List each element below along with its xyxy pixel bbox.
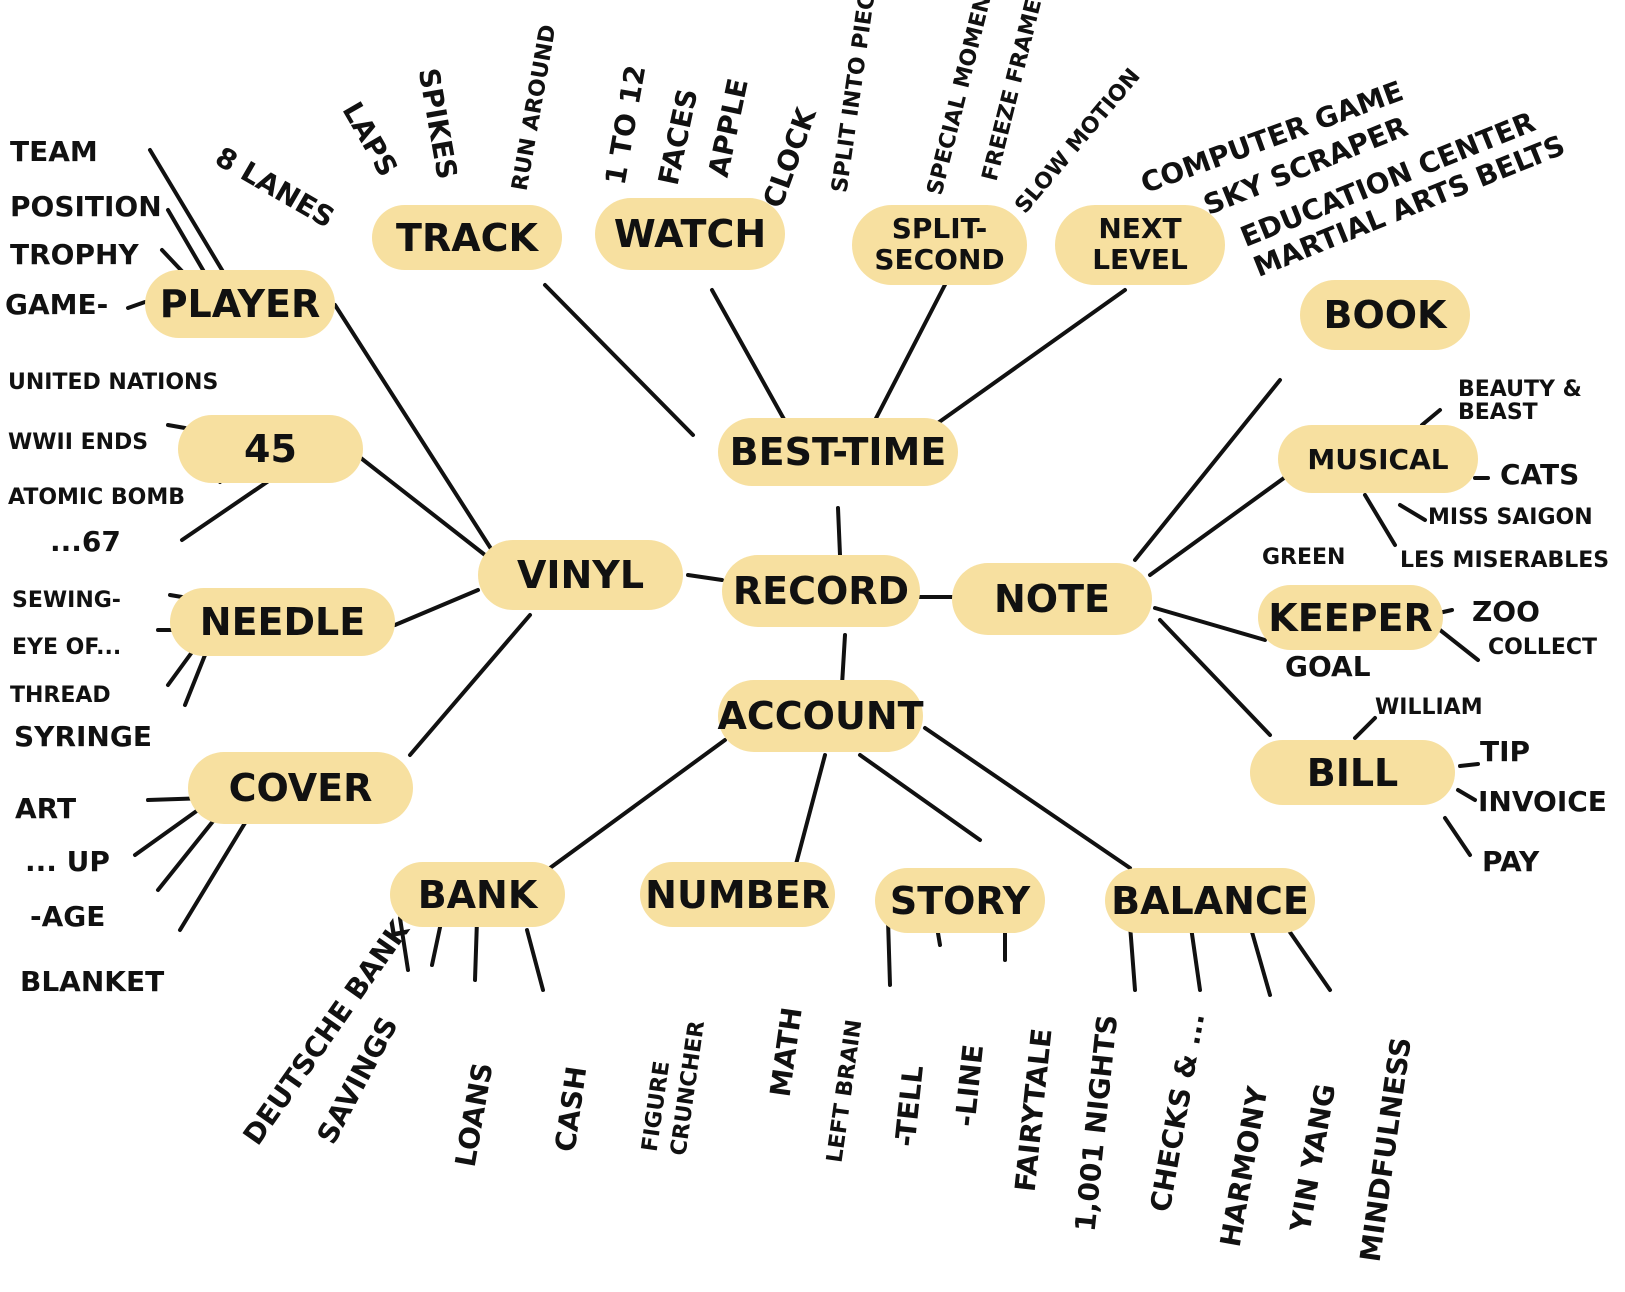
- node-musical: MUSICAL: [1278, 425, 1478, 493]
- leaf-label: SYRINGE: [14, 720, 152, 753]
- leaf-label: PAY: [1482, 845, 1540, 878]
- leaf-label: TIP: [1480, 735, 1531, 768]
- leaf-label: ...67: [50, 525, 121, 558]
- connector: [1420, 408, 1442, 427]
- connector: [398, 916, 410, 972]
- leaf-label: BLANKET: [20, 965, 165, 998]
- leaf-label: THREAD: [10, 683, 111, 708]
- leaf-label: LES MISERABLES: [1400, 548, 1610, 573]
- connector: [686, 573, 724, 582]
- connector: [923, 726, 1132, 870]
- leaf-label: GREEN: [1262, 545, 1346, 570]
- leaf-label: UNITED NATIONS: [8, 370, 219, 395]
- connector: [393, 588, 480, 627]
- node-story: STORY: [875, 868, 1045, 933]
- connector: [166, 646, 197, 687]
- leaf-label: MISS SAIGON: [1428, 505, 1593, 530]
- connector: [840, 633, 847, 687]
- node-account: ACCOUNT: [717, 680, 924, 752]
- connector: [408, 613, 532, 757]
- connector: [886, 918, 892, 987]
- connector: [858, 753, 982, 842]
- node-watch: WATCH: [595, 198, 785, 270]
- leaf-label: CATS: [1500, 458, 1580, 491]
- node-note: NOTE: [952, 563, 1152, 635]
- connector: [1283, 923, 1332, 992]
- connector: [1398, 503, 1427, 522]
- connector: [1148, 468, 1297, 577]
- leaf-label: ... UP: [25, 845, 110, 878]
- node-bank: BANK: [390, 862, 565, 927]
- connector: [126, 300, 147, 310]
- connector: [333, 303, 497, 557]
- connector: [836, 506, 842, 557]
- leaf-label: ART: [15, 792, 77, 825]
- node-player: PLAYER: [145, 270, 335, 338]
- connector: [543, 283, 695, 437]
- connector: [1158, 618, 1272, 737]
- connector: [166, 423, 187, 430]
- connector: [525, 928, 545, 992]
- node-vinyl: VINYL: [478, 540, 683, 610]
- node-bill: BILL: [1250, 740, 1455, 805]
- node-record: RECORD: [722, 555, 920, 627]
- connector: [355, 453, 487, 557]
- connector: [1153, 606, 1267, 642]
- node-forty-five: 45: [178, 415, 363, 483]
- connector: [473, 918, 479, 982]
- connector: [1363, 493, 1397, 547]
- connector: [933, 288, 1127, 427]
- node-cover: COVER: [188, 752, 413, 824]
- node-keeper: KEEPER: [1258, 585, 1443, 650]
- connector: [1438, 628, 1480, 662]
- node-best-time: BEST-TIME: [718, 418, 958, 486]
- connector: [1456, 788, 1477, 802]
- node-track: TRACK: [372, 205, 562, 270]
- connector: [156, 813, 220, 892]
- leaf-label: SEWING-: [12, 588, 121, 613]
- connector: [183, 653, 207, 707]
- leaf-label: GAME-: [5, 288, 109, 321]
- connector: [1248, 923, 1272, 997]
- connector: [710, 288, 792, 432]
- leaf-label: BEAUTY & BEAST: [1458, 377, 1582, 426]
- node-next-level: NEXT LEVEL: [1055, 205, 1225, 285]
- leaf-label: WWII ENDS: [8, 430, 149, 455]
- node-split-second: SPLIT-SECOND: [852, 205, 1027, 285]
- leaf-label: INVOICE: [1478, 785, 1607, 818]
- node-book: BOOK: [1300, 280, 1470, 350]
- leaf-label: COLLECT: [1488, 635, 1598, 660]
- connector: [1458, 762, 1480, 768]
- connector: [1128, 923, 1137, 992]
- node-needle: NEEDLE: [170, 588, 395, 656]
- connector: [148, 148, 230, 282]
- leaf-label: ATOMIC BOMB: [8, 485, 186, 510]
- connector: [133, 803, 207, 857]
- node-number: NUMBER: [640, 862, 835, 927]
- leaf-label: TROPHY: [10, 238, 139, 271]
- connector: [180, 478, 272, 542]
- connector: [868, 273, 952, 432]
- leaf-label: GOAL: [1285, 650, 1371, 683]
- leaf-label: -AGE: [30, 900, 106, 933]
- node-balance: BALANCE: [1105, 868, 1315, 933]
- connector: [1133, 378, 1282, 562]
- connector: [1353, 716, 1377, 740]
- leaf-label: POSITION: [10, 190, 162, 223]
- leaf-label: ZOO: [1472, 595, 1540, 628]
- leaf-label: WILLIAM: [1375, 695, 1483, 720]
- connector: [178, 816, 250, 932]
- connector: [1443, 816, 1472, 857]
- connector: [548, 738, 727, 870]
- connector: [793, 753, 827, 870]
- leaf-label: TEAM: [10, 135, 98, 168]
- leaf-label: EYE OF...: [12, 635, 122, 660]
